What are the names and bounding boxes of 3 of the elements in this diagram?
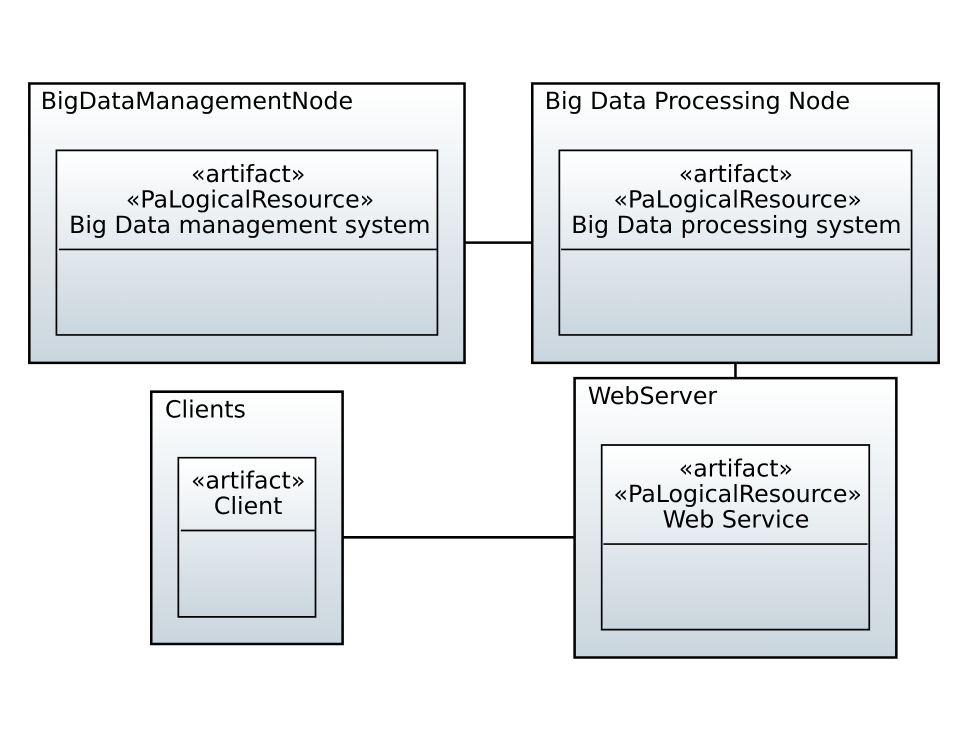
connector <box>464 240 532 244</box>
connector <box>734 362 736 378</box>
connector <box>342 536 574 538</box>
